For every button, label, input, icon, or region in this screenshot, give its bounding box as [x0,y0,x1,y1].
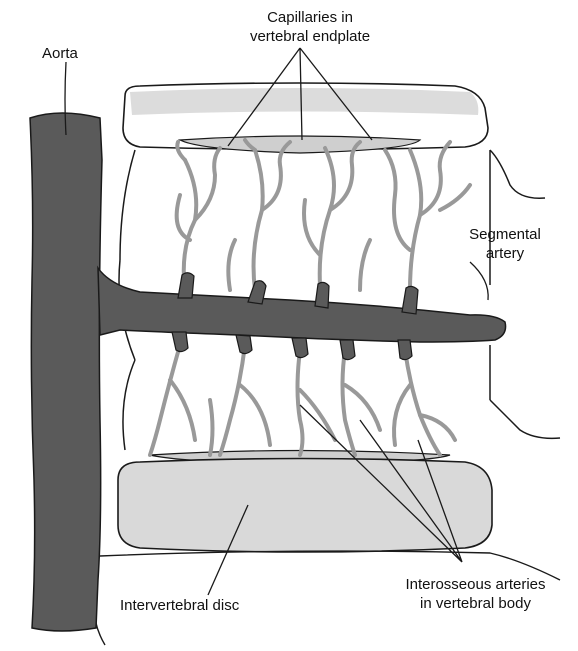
upper-capillary-branches [177,140,470,290]
interosseous-arteries-label: Interosseous arteries in vertebral body [378,575,573,613]
aorta-label: Aorta [42,44,78,63]
segmental-artery-label: Segmental artery [455,225,555,263]
segmental-label-line-2: artery [455,244,555,263]
intervertebral-disc-label: Intervertebral disc [120,596,239,615]
lower-interosseous-branches [150,345,455,455]
capillaries-label-line-1: Capillaries in [225,8,395,27]
segmental-artery [98,268,506,342]
aorta [30,113,102,631]
interosseous-label-line-1: Interosseous arteries [378,575,573,594]
lower-disc [118,459,492,553]
capillaries-label: Capillaries in vertebral endplate [225,8,395,46]
capillaries-label-line-2: vertebral endplate [225,27,395,46]
aorta-leader [65,62,66,135]
segmental-leader [470,262,488,300]
segmental-label-line-1: Segmental [455,225,555,244]
interosseous-label-line-2: in vertebral body [378,594,573,613]
upper-disc-shading [130,88,478,115]
